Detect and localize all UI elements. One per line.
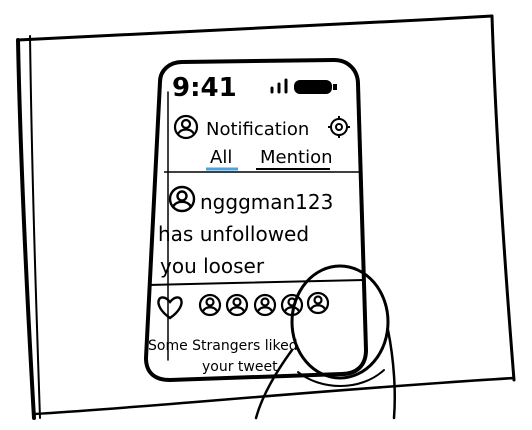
notification-divider [147,279,365,286]
status-time: 9:41 [172,73,237,103]
notification-likes-line2: your tweet [202,359,278,375]
notification-item-unfollow[interactable]: ngggman123 has unfollowed you looser [158,185,333,278]
notification-item-likes[interactable]: Some Strangers liked your tweet [148,291,330,375]
notification-username: ngggman123 [200,190,333,214]
page-title: Notification [206,119,309,140]
notification-message-line1: has unfollowed [158,222,309,246]
avatar-icon [253,293,277,317]
avatar-icon [198,293,222,317]
notification-message-line2: you looser [160,254,265,278]
avatar-icon [173,114,199,140]
avatar-icon [306,291,330,315]
signal-icon [270,78,288,94]
avatar-icon [168,185,196,213]
status-bar: 9:41 [172,73,337,103]
heart-icon [157,296,183,320]
notification-likes-line1: Some Strangers liked [148,338,298,354]
tab-all[interactable]: All [210,147,232,168]
phone-body [143,57,369,383]
tab-mention[interactable]: Mention [260,147,333,168]
tapping-finger [254,264,396,420]
avatar-icon [225,293,249,317]
battery-icon [294,80,337,94]
panel-frame [16,14,516,420]
notification-header: Notification [173,114,350,140]
tab-bar: All Mention [164,147,360,173]
settings-gear-icon[interactable] [328,116,350,138]
